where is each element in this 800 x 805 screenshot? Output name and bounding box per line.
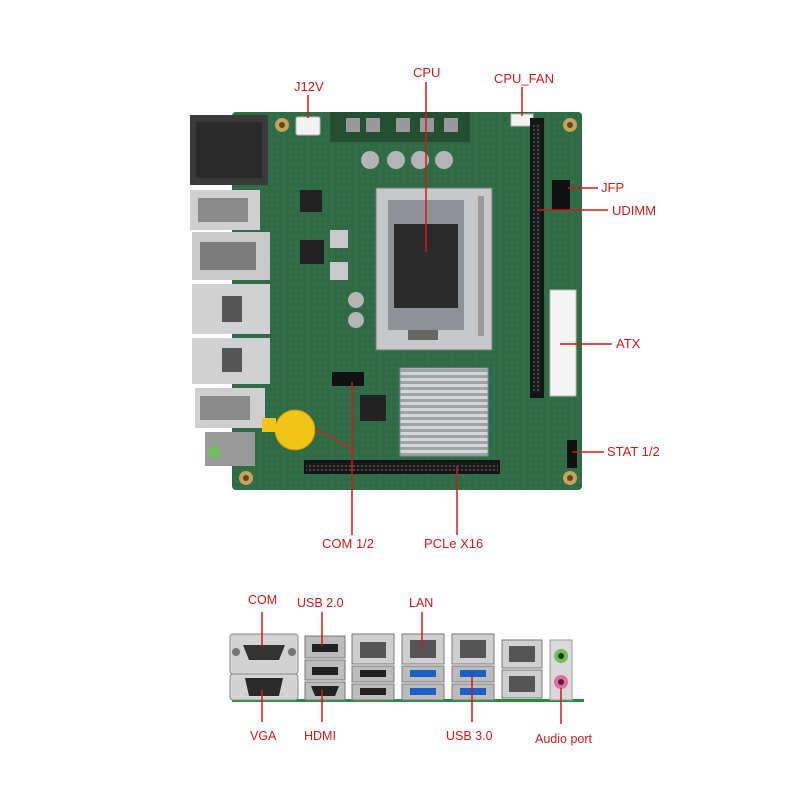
label-jfp: JFP — [601, 180, 625, 195]
j12v-connector — [295, 116, 321, 136]
com-port — [229, 633, 299, 675]
label-audio-port: Audio port — [535, 732, 592, 746]
label-pcie: PCLe X16 — [424, 536, 484, 551]
heatsink — [399, 367, 489, 457]
vrm-components — [300, 112, 470, 328]
label-j12v: J12V — [294, 79, 324, 94]
cpu-socket — [375, 187, 493, 351]
pcie-slot — [304, 460, 500, 474]
label-lan: LAN — [409, 596, 434, 610]
usb20-ports — [304, 635, 346, 681]
lan-usb3-stack-2 — [451, 633, 495, 701]
vga-port — [229, 673, 299, 701]
label-stat: STAT 1/2 — [607, 444, 660, 459]
label-hdmi: HDMI — [304, 729, 336, 743]
dual-lan-ports — [501, 639, 543, 699]
label-atx: ATX — [616, 336, 641, 351]
io-leader-lines — [261, 612, 562, 724]
label-cpu-fan: CPU_FAN — [494, 71, 554, 86]
board-rear-io — [190, 115, 270, 466]
hdmi-port — [304, 681, 346, 701]
chipset-small — [360, 395, 386, 421]
label-com: COM — [248, 593, 278, 607]
io-panel — [229, 612, 584, 724]
stat-header — [567, 440, 577, 468]
com-header — [332, 372, 364, 386]
audio-jacks — [549, 639, 573, 701]
jfp-header — [552, 180, 570, 210]
lan-usb-stack-1 — [351, 633, 395, 701]
label-usb20: USB 2.0 — [297, 596, 344, 610]
leader-lines — [307, 82, 612, 535]
udimm-slot — [530, 118, 544, 398]
label-udimm: UDIMM — [612, 203, 657, 218]
label-com12: COM 1/2 — [322, 536, 375, 551]
atx-connector — [549, 289, 577, 397]
cmos-battery — [262, 409, 356, 453]
label-cpu: CPU — [413, 65, 441, 80]
label-usb30: USB 3.0 — [446, 729, 493, 743]
label-vga: VGA — [250, 729, 277, 743]
lan-usb3-stack-1 — [401, 633, 445, 701]
